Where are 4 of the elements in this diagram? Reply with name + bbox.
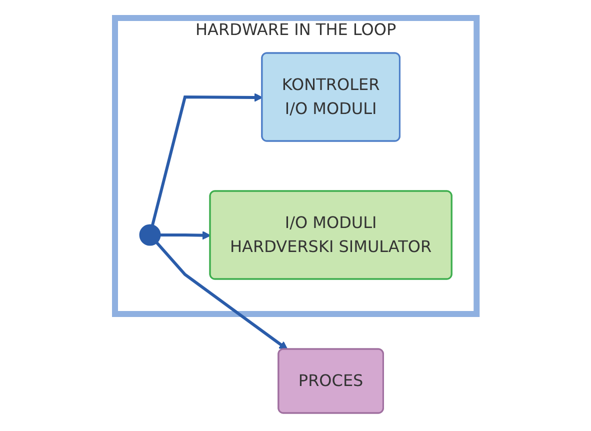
arrow xyxy=(150,93,262,226)
node-switch xyxy=(138,224,160,246)
arrow xyxy=(155,242,288,350)
arrow xyxy=(160,230,211,240)
